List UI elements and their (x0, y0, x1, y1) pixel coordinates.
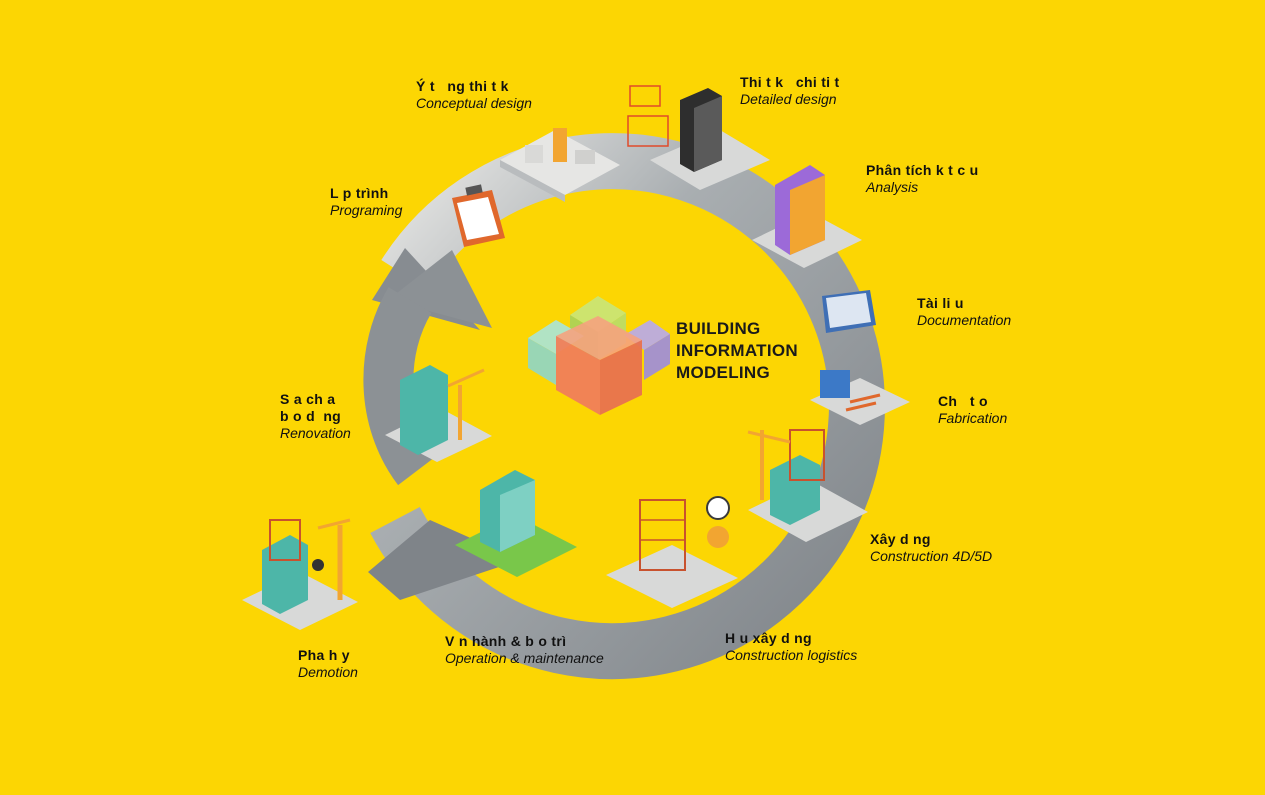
bim-title-line-1: BUILDING (676, 319, 761, 338)
stage-vi-label: L p trình (330, 185, 389, 201)
stage-en-label: Construction 4D/5D (870, 548, 993, 564)
bim-title: BUILDING INFORMATION MODELING (676, 318, 798, 384)
construction-logistics-model (606, 496, 738, 608)
stage-vi-label: Thi t k chi ti t (740, 74, 840, 90)
stage-en-label: Renovation (280, 425, 351, 441)
stage-label-detailed-design: Thi t k chi ti t Detailed design (740, 74, 840, 108)
bim-cubes-logo (528, 296, 670, 415)
conceptual-design-model (500, 128, 620, 202)
stage-vi-label: V n hành & b o trì (445, 633, 567, 649)
stage-vi-label: Pha h y (298, 647, 350, 663)
stage-vi-label: Ý t ng thi t k (416, 78, 509, 94)
bim-title-line-2: INFORMATION (676, 341, 798, 360)
stage-en-label: Conceptual design (416, 95, 532, 111)
stage-vi-label: Xây d ng (870, 531, 931, 547)
programing-clipboard (452, 184, 505, 247)
renovation-model (385, 365, 492, 462)
stage-en-label: Construction logistics (725, 647, 858, 663)
dollar-coin-icon (707, 526, 729, 548)
stage-en-label: Documentation (917, 312, 1012, 328)
cycle-arrow-left (368, 520, 520, 600)
stage-label-operation: V n hành & b o trì Operation & maintenan… (445, 633, 604, 667)
stage-label-logistics: H u xây d ng Construction logistics (725, 630, 857, 664)
construction-4d5d-model (747, 429, 868, 542)
stage-label-demotion: Pha h y Demotion (298, 647, 358, 681)
stage-vi-label: S a ch a b o d ng (280, 391, 342, 424)
stage-label-construction: Xây d ng Construction 4D/5D (870, 531, 992, 565)
stage-label-analysis: Phân tích k t c u Analysis (866, 162, 978, 196)
stage-vi-label: H u xây d ng (725, 630, 812, 646)
bim-title-line-3: MODELING (676, 363, 771, 382)
stage-en-label: Detailed design (740, 91, 837, 107)
stage-en-label: Programing (330, 202, 403, 218)
stage-label-fabrication: Ch t o Fabrication (938, 393, 1007, 427)
analysis-model (752, 165, 862, 268)
stage-en-label: Fabrication (938, 410, 1008, 426)
operation-maintenance-model (455, 470, 577, 577)
stage-en-label: Operation & maintenance (445, 650, 604, 666)
stage-label-renovation: S a ch a b o d ng Renovation (280, 391, 351, 442)
stopwatch-icon (706, 496, 730, 520)
stage-en-label: Demotion (298, 664, 358, 680)
stage-label-programing: L p trình Programing (330, 185, 402, 219)
stage-vi-label: Ch t o (938, 393, 988, 409)
stage-label-conceptual-design: Ý t ng thi t k Conceptual design (416, 78, 532, 112)
documentation-model (822, 290, 876, 333)
stage-vi-label: Tài li u (917, 295, 964, 311)
stage-label-documentation: Tài li u Documentation (917, 295, 1011, 329)
detailed-design-model (627, 85, 770, 190)
demolition-model (242, 518, 358, 630)
stage-vi-label: Phân tích k t c u (866, 162, 979, 178)
stage-en-label: Analysis (866, 179, 919, 195)
fabrication-model (810, 370, 910, 425)
